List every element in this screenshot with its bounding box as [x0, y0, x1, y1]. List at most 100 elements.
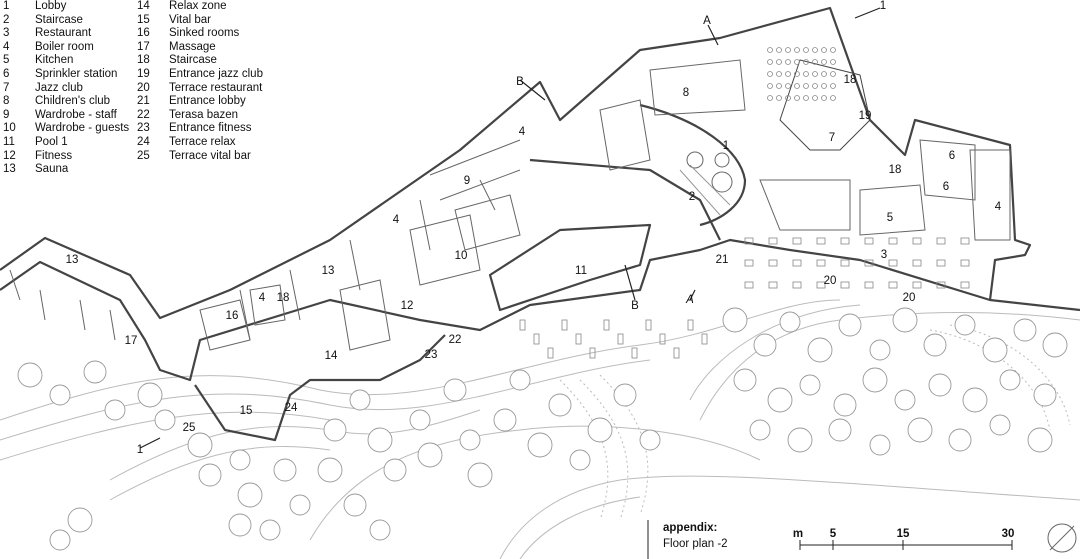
tree-icon [787, 427, 813, 453]
room-label-6b: 6 [942, 181, 950, 193]
room-label-19: 19 [858, 110, 872, 122]
legend-number: 11 [3, 135, 15, 148]
sunbed-icon [603, 319, 610, 331]
room-label-13b: 13 [321, 265, 335, 277]
tree-icon [954, 314, 976, 336]
legend-name: Terrace restaurant [169, 81, 263, 94]
seat-icon [767, 71, 773, 77]
tree-icon [443, 378, 467, 402]
table-icon [888, 237, 898, 245]
legend-name: Sauna [35, 163, 69, 176]
appendix-title: appendix: [663, 522, 718, 534]
tree-icon [807, 337, 833, 363]
tree-icon [733, 368, 757, 392]
room-label-22: 22 [448, 334, 462, 346]
table-icon [936, 259, 946, 267]
seat-icon [794, 95, 800, 101]
tree-icon [228, 513, 252, 537]
seat-icon [830, 95, 836, 101]
sunbed-icon [547, 347, 554, 359]
tree-icon [527, 432, 553, 458]
tree-icon [862, 367, 888, 393]
sunbed-icon [589, 347, 596, 359]
table-icon [936, 281, 946, 289]
tree-icon [369, 519, 391, 541]
tree-icon [948, 428, 972, 452]
seat-icon [821, 83, 827, 89]
tree-icon [289, 494, 311, 516]
room-label-7: 7 [828, 132, 836, 144]
tree-icon [1027, 427, 1053, 453]
section-mark-a-bottom: A [686, 294, 694, 306]
legend-number: 10 [3, 122, 16, 135]
legend-item: 8 Children's club [3, 95, 129, 109]
legend-name: Children's club [35, 95, 111, 108]
tree-icon [49, 529, 71, 551]
tree-icon [928, 373, 952, 397]
legend-number: 4 [3, 40, 10, 53]
seat-icon [803, 47, 809, 53]
scale-bar [647, 520, 1013, 559]
seat-icon [776, 83, 782, 89]
table-icon [864, 259, 874, 267]
tree-icon [83, 360, 107, 384]
tree-icon [1033, 383, 1057, 407]
legend-item: 10 Wardrobe - guests [3, 122, 129, 136]
sunbed-icon [687, 319, 694, 331]
tree-icon [67, 507, 93, 533]
seat-icon [821, 59, 827, 65]
room-label-8: 8 [682, 87, 690, 99]
legend-name: Lobby [35, 0, 67, 12]
tree-icon [229, 449, 251, 471]
table-icon [960, 259, 970, 267]
tree-icon [753, 333, 777, 357]
room-label-13a: 13 [65, 254, 79, 266]
lobby-features [679, 151, 733, 216]
legend-number: 17 [137, 40, 150, 53]
table-icon [912, 281, 922, 289]
tree-icon [493, 408, 517, 432]
legend-name: Wardrobe - guests [35, 122, 130, 135]
legend-name: Restaurant [35, 27, 92, 40]
legend-number: 20 [137, 81, 150, 94]
room-label-12: 12 [400, 300, 414, 312]
legend-name: Terrace vital bar [169, 149, 251, 162]
tree-icon [349, 389, 371, 411]
legend-number: 8 [3, 95, 10, 108]
table-icon [840, 237, 850, 245]
tree-icon [892, 307, 918, 333]
seat-icon [794, 83, 800, 89]
sunbed-icon [561, 319, 568, 331]
room-label-18a: 18 [843, 74, 857, 86]
seat-icon [785, 95, 791, 101]
seat-icon [812, 47, 818, 53]
table-icon [864, 237, 874, 245]
room-label-6a: 6 [948, 150, 956, 162]
tree-icon [198, 463, 222, 487]
room-label-4b: 4 [392, 214, 400, 226]
seat-icon [767, 59, 773, 65]
tree-icon [187, 432, 213, 458]
tree-icon [828, 418, 852, 442]
seat-icon [803, 83, 809, 89]
trees [17, 307, 1068, 551]
tree-icon [548, 393, 572, 417]
room-label-24: 24 [284, 402, 298, 414]
legend-number: 13 [3, 163, 16, 176]
tree-icon [367, 427, 393, 453]
room-label-1: 1 [722, 140, 730, 152]
legend-number: 3 [3, 27, 10, 40]
legend-number: 19 [137, 67, 150, 80]
tree-icon [962, 387, 988, 413]
tree-icon [17, 362, 43, 388]
table-icon [816, 237, 826, 245]
room-label-5: 5 [886, 212, 894, 224]
table-icon [864, 281, 874, 289]
legend-number: 16 [137, 27, 150, 40]
seat-icon [821, 47, 827, 53]
